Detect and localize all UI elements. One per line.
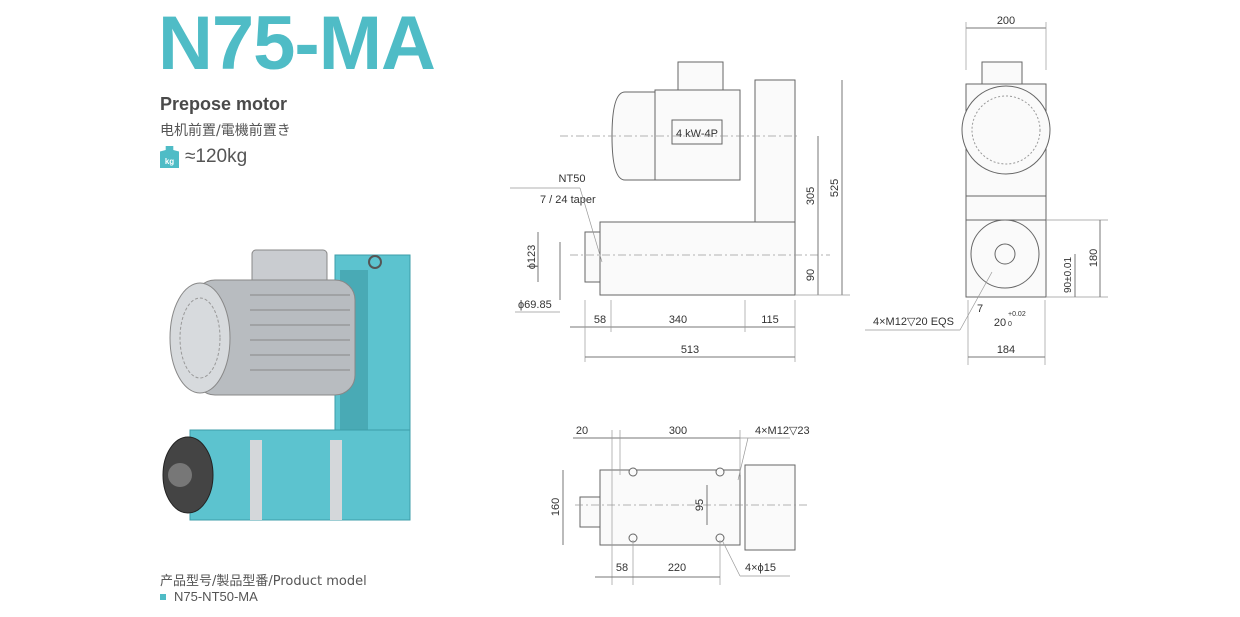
leader-line [721,539,741,577]
taper-desc-label: 7 / 24 taper [540,194,596,206]
motor-plate [671,119,723,145]
dim-58-top: 58 [616,562,628,574]
dim-key-tol-upper: +0.02 [1008,311,1026,318]
product-model-item: N75-NT50-MA [160,589,258,604]
dim-dia-123: ϕ123 [526,245,538,270]
dim-184: 184 [997,344,1015,356]
motor-rating-label: 4 kW-4P [676,128,718,140]
dim-160: 160 [550,498,562,516]
bullet-icon [160,593,166,600]
dim-7: 7 [977,303,983,315]
dim-115: 115 [761,314,779,326]
dim-305: 305 [805,187,817,205]
product-image [162,249,411,521]
dim-180: 180 [1088,249,1100,267]
spindle-nose-top [579,496,601,528]
thread-note-front: 4×M12▽20 EQS [873,316,954,328]
front-view-drawing: 200 180 90±0.01 4×M12▽20 EQS 7 20 +0.02 … [865,15,1108,365]
lifting-eye [368,255,382,269]
hole-note: 4×ϕ15 [745,562,776,574]
terminal-box-front [981,61,1023,85]
motor-fins [250,294,350,371]
spindle-bore [168,463,192,487]
taper-name-label: NT50 [559,173,586,185]
product-model-label: 产品型号/製品型番/Product model [160,574,367,589]
clamp-band [330,440,342,520]
plate-front [965,195,1047,221]
product-title: N75-MA [158,1,436,86]
dim-340: 340 [669,314,687,326]
dim-90: 90 [805,269,817,281]
dim-95: 95 [694,499,706,511]
dim-525: 525 [829,179,841,197]
dim-20-key: 20 [994,317,1006,329]
leader-line [959,271,993,331]
dim-513: 513 [681,344,699,356]
dim-200: 200 [997,15,1015,27]
leader-line [579,187,603,263]
fan-grille [971,95,1041,165]
dim-key-tol-lower: 0 [1008,321,1012,328]
dim-dia-69-85: ϕ69.85 [518,299,552,311]
dim-220: 220 [668,562,686,574]
spindle-outline [599,221,796,296]
side-view-drawing: 4 kW-4P NT50 7 / 24 taper ϕ123 ϕ69.85 52… [510,61,850,362]
clamp-band [250,440,262,520]
spindle-top-outline [599,469,741,546]
spindle-nose-outline [584,231,601,283]
dim-58: 58 [594,314,606,326]
kg-weight-icon: kg [160,146,179,168]
fan-cover-outline [611,91,656,181]
thread-note-top: 4×M12▽23 [755,425,810,437]
housing-top-outline [744,464,796,551]
terminal-box-outline [677,61,724,93]
weight-info: kg ≈120kg [160,146,247,168]
leader-line [737,437,749,481]
fan-grille [179,297,221,379]
fan-cover-circle [961,85,1051,175]
weight-value: ≈120kg [185,146,248,167]
product-model-value: N75-NT50-MA [174,589,258,604]
product-subtitle-cjk: 电机前置/電機前置き [160,123,291,139]
spindle-bore-front [994,243,1016,265]
top-view-drawing: 20 300 4×M12▽23 160 95 58 220 4×ϕ15 [550,425,810,585]
dim-300: 300 [669,425,687,437]
dim-90-tol: 90±0.01 [1063,257,1074,294]
dim-20-top: 20 [576,425,588,437]
spindle-body [189,429,411,521]
product-subtitle: Prepose motor [160,94,288,114]
